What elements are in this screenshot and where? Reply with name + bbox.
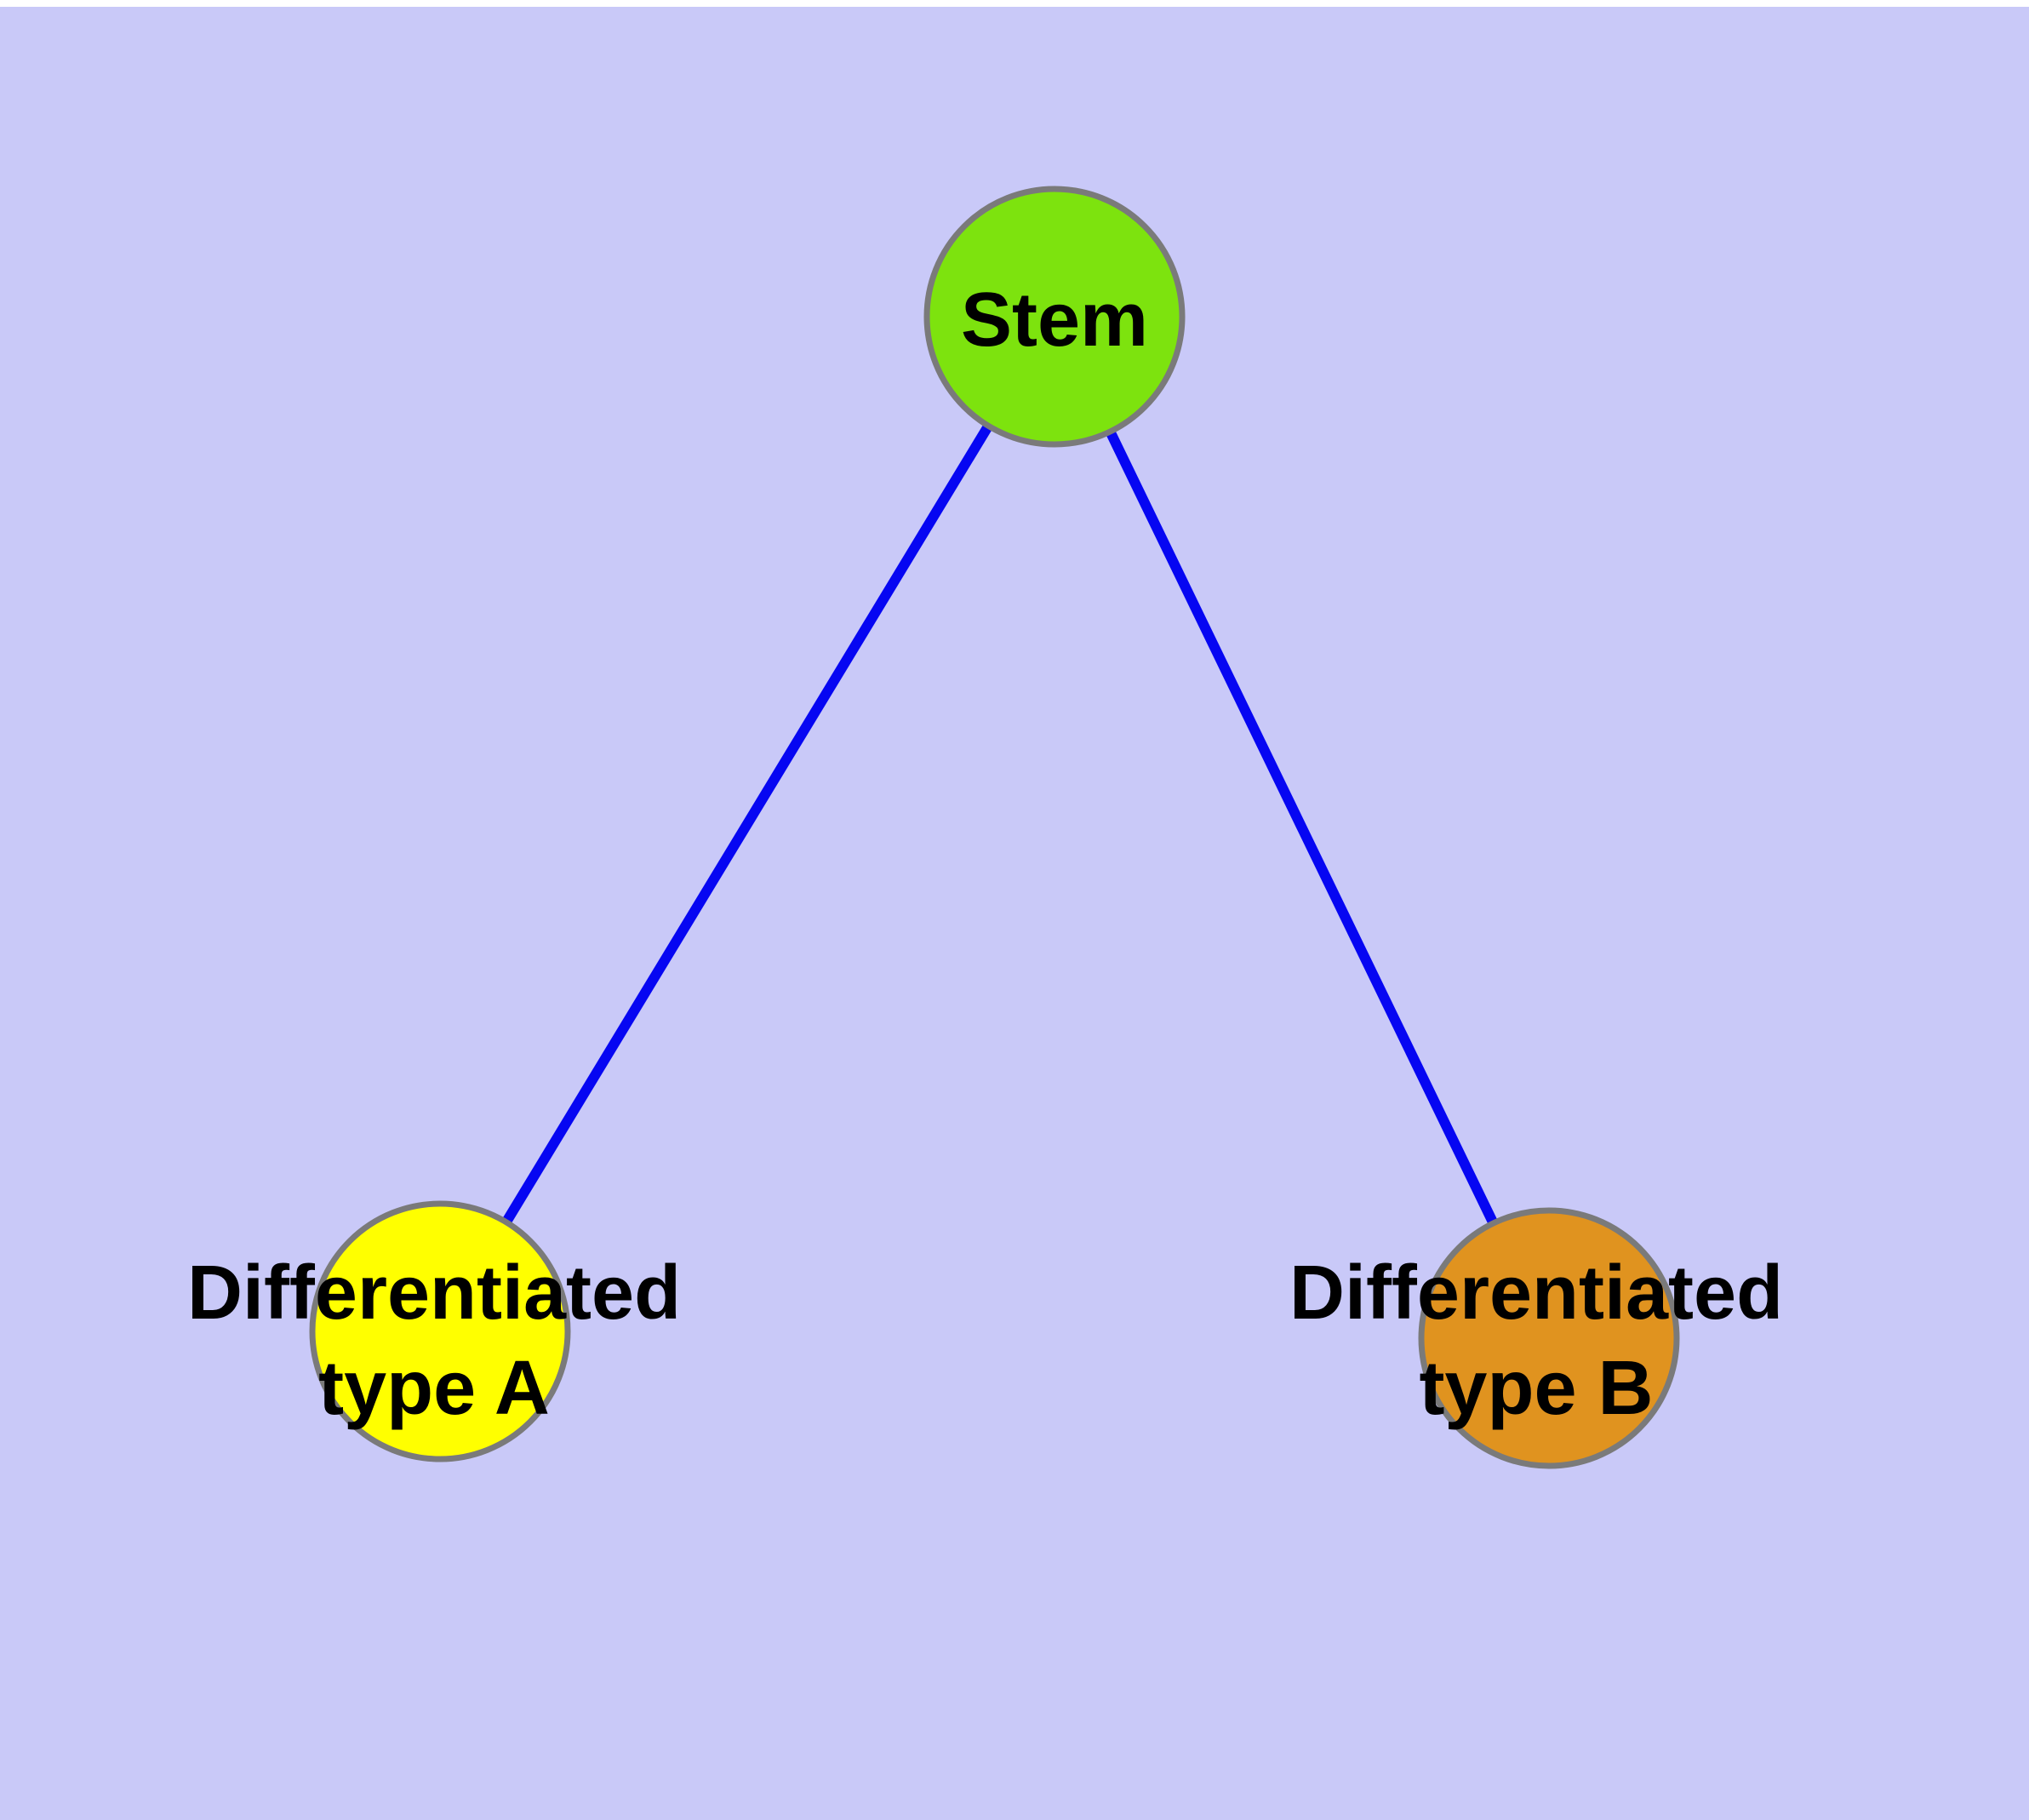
edge-stem-to-type-a[interactable] <box>435 313 1060 1335</box>
edge-stem-to-type-b[interactable] <box>1049 314 1554 1341</box>
node-stem-label: Stem <box>960 278 1149 363</box>
node-differentiated-type-a-label: Differentiated type A <box>186 1251 682 1431</box>
node-differentiated-type-b-label: Differentiated type B <box>1289 1251 1784 1431</box>
node-differentiated-type-b[interactable] <box>1418 1207 1680 1469</box>
node-differentiated-type-a[interactable] <box>309 1200 571 1462</box>
node-stem[interactable] <box>923 186 1186 448</box>
